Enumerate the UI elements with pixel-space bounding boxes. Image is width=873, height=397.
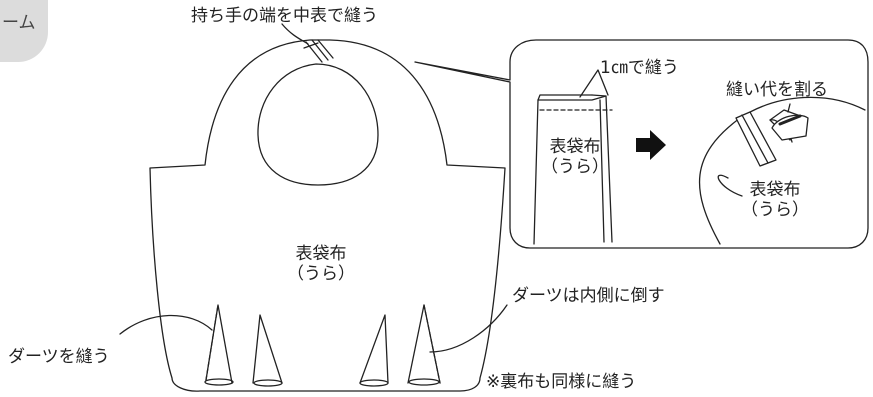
top-caption: 持ち手の端を中表で縫う <box>191 6 378 26</box>
sew-1cm-leader <box>579 69 609 98</box>
darts <box>204 304 441 387</box>
bag-label-line2: （うら） <box>287 264 355 285</box>
caption-leader <box>281 23 309 45</box>
dart-leader-left <box>119 314 213 335</box>
lining-note: ※裏布も同様に縫う <box>486 372 637 392</box>
inset-left-line1: 表袋布 <box>549 137 601 157</box>
menu-tab-label: ーム <box>2 13 36 33</box>
bag-label: 表袋布 （うら） <box>286 244 356 285</box>
inset-right-line1: 表袋布 <box>749 180 801 200</box>
inset-right-line2: （うら） <box>741 200 809 221</box>
sew-darts-label: ダーツを縫う <box>8 347 110 367</box>
menu-tab[interactable]: ーム <box>0 0 48 62</box>
arrow-icon <box>636 130 666 160</box>
inset-right-leader <box>717 174 743 197</box>
inset-right-label: 表袋布 （うら） <box>740 180 810 221</box>
handle-hole <box>257 63 379 186</box>
seam-split-label: 縫い代を割る <box>726 80 828 100</box>
bag-outline <box>149 39 506 392</box>
inset-left-label: 表袋布 （うら） <box>540 137 610 178</box>
dart-inward-label: ダーツは内側に倒す <box>512 286 665 306</box>
dart-leader-right <box>429 304 508 353</box>
iron-icon <box>771 114 809 141</box>
bag-label-line1: 表袋布 <box>295 244 347 264</box>
inset-left-line2: （うら） <box>541 157 609 178</box>
sew-1cm-label: 1㎝で縫う <box>600 58 679 78</box>
inset-fabric-left <box>533 94 613 245</box>
handle-seam <box>303 39 334 63</box>
